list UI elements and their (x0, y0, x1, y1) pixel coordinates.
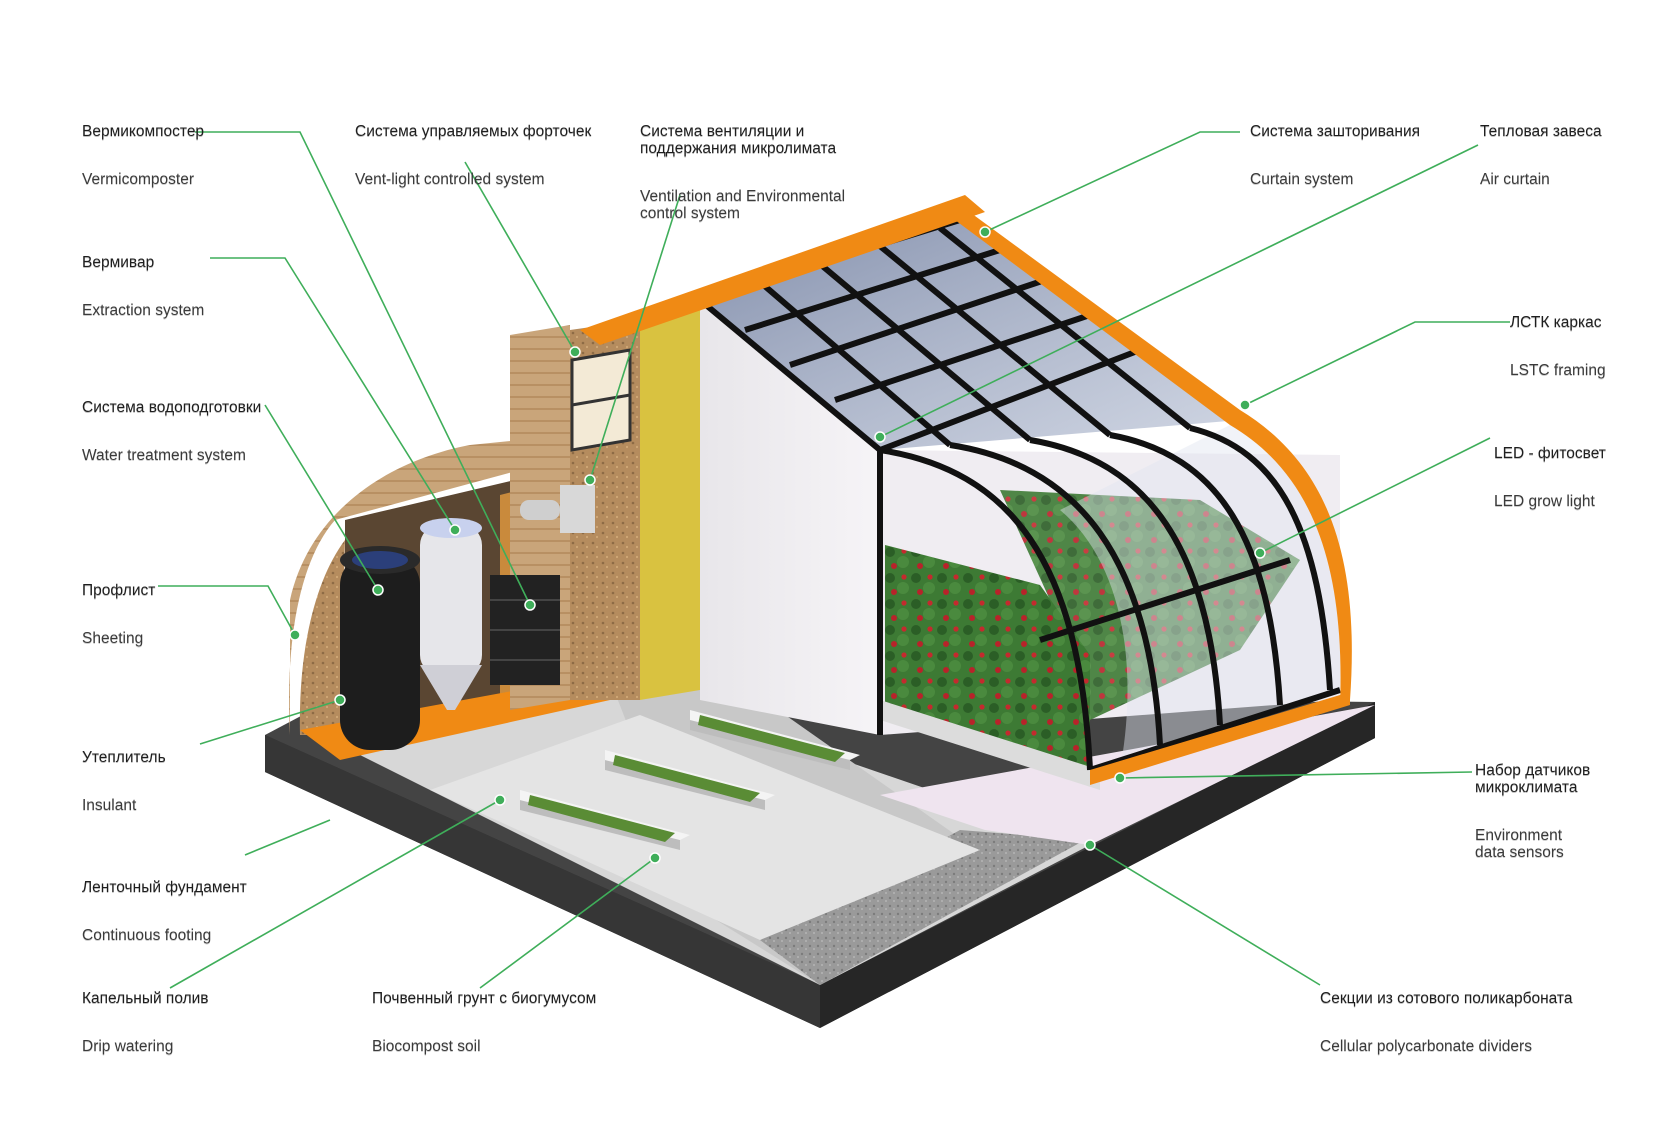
label-led-grow-light: LED - фитосвет LED grow light (1494, 428, 1606, 527)
label-en: Environment data sensors (1475, 827, 1590, 861)
label-extraction-system: Вермивар Extraction system (82, 237, 204, 336)
label-environment-sensors: Набор датчиков микроклимата Environment … (1475, 745, 1590, 878)
label-en: Biocompost soil (372, 1038, 596, 1055)
label-ru: Система зашторивания (1250, 123, 1420, 140)
label-ventilation: Система вентиляции и поддержания микроли… (640, 106, 845, 239)
label-polycarbonate: Секции из сотового поликарбоната Cellula… (1320, 973, 1572, 1072)
label-en: LED grow light (1494, 493, 1606, 510)
label-ru: Почвенный грунт с биогумусом (372, 990, 596, 1007)
label-ru: Вермикомпостер (82, 123, 204, 140)
label-en: Continuous footing (82, 927, 247, 944)
label-ru: Система управляемых форточек (355, 123, 591, 140)
label-ru: Система водоподготовки (82, 399, 261, 416)
label-en: Vent-light controlled system (355, 171, 591, 188)
label-lstc-framing: ЛСТК каркас LSTC framing (1510, 297, 1606, 396)
label-en: Insulant (82, 797, 166, 814)
label-ru: Ленточный фундамент (82, 879, 247, 896)
label-sheeting: Профлист Sheeting (82, 565, 155, 664)
label-vent-light: Система управляемых форточек Vent-light … (355, 106, 591, 205)
label-en: Drip watering (82, 1038, 209, 1055)
label-ru: Утеплитель (82, 749, 166, 766)
label-en: Cellular polycarbonate dividers (1320, 1038, 1572, 1055)
label-ru: Набор датчиков микроклимата (1475, 762, 1590, 796)
label-ru: Тепловая завеса (1480, 123, 1602, 140)
label-en: Water treatment system (82, 447, 261, 464)
label-en: LSTC framing (1510, 362, 1606, 379)
label-en: Extraction system (82, 302, 204, 319)
label-en: Air curtain (1480, 171, 1602, 188)
label-ru: ЛСТК каркас (1510, 314, 1606, 331)
label-ru: Капельный полив (82, 990, 209, 1007)
label-en: Curtain system (1250, 171, 1420, 188)
label-ru: Секции из сотового поликарбоната (1320, 990, 1572, 1007)
label-ru: Профлист (82, 582, 155, 599)
label-drip-watering: Капельный полив Drip watering (82, 973, 209, 1072)
label-ru: Система вентиляции и поддержания микроли… (640, 123, 845, 157)
label-curtain-system: Система зашторивания Curtain system (1250, 106, 1420, 205)
service-room (289, 300, 700, 760)
label-continuous-footing: Ленточный фундамент Continuous footing (82, 862, 247, 961)
label-en: Sheeting (82, 630, 155, 647)
label-vermicomposter: Вермикомпостер Vermicomposter (82, 106, 204, 205)
label-water-treatment: Система водоподготовки Water treatment s… (82, 382, 261, 481)
label-biocompost-soil: Почвенный грунт с биогумусом Biocompost … (372, 973, 596, 1072)
label-air-curtain: Тепловая завеса Air curtain (1480, 106, 1602, 205)
label-ru: Вермивар (82, 254, 204, 271)
label-ru: LED - фитосвет (1494, 445, 1606, 462)
label-insulant: Утеплитель Insulant (82, 732, 166, 831)
label-en: Ventilation and Environmental control sy… (640, 188, 845, 222)
label-en: Vermicomposter (82, 171, 204, 188)
